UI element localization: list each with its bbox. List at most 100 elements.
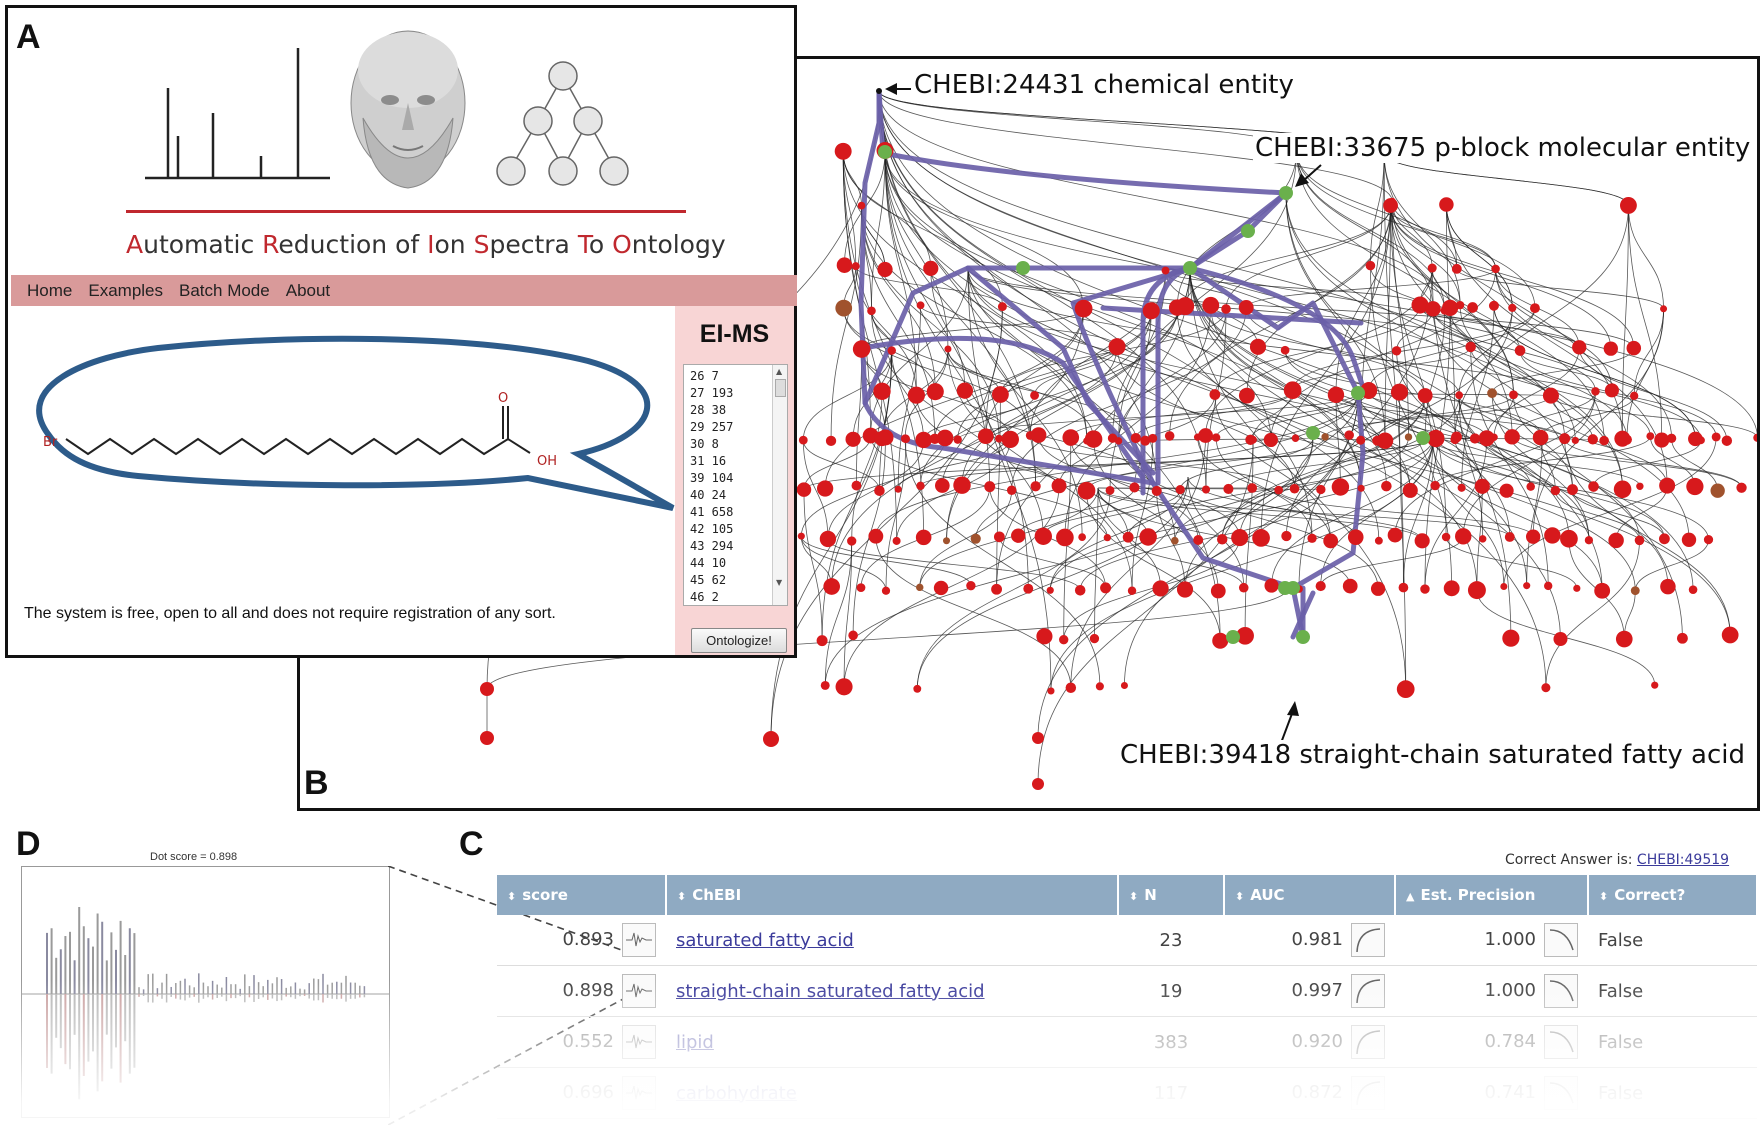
ontology-node xyxy=(797,532,805,540)
ontology-node xyxy=(1626,340,1642,356)
graph-edge xyxy=(1094,487,1099,639)
graph-edge xyxy=(851,391,883,541)
ontology-node xyxy=(892,536,901,545)
nav-about[interactable]: About xyxy=(285,280,331,300)
graph-edge xyxy=(1184,437,1314,590)
col-correct[interactable]: ⬍Correct? xyxy=(1588,875,1758,915)
arrow-pblock-head xyxy=(1295,173,1309,187)
chebi-link[interactable]: saturated fatty acid xyxy=(676,929,854,951)
spectrum-thumbnail-icon[interactable] xyxy=(622,974,656,1008)
auc-cell: 0.920 xyxy=(1224,1016,1395,1068)
scroll-up-icon[interactable]: ▲ xyxy=(776,367,783,376)
ontology-node xyxy=(1210,583,1226,599)
ontology-node xyxy=(991,583,1002,595)
ontology-node xyxy=(1538,432,1547,442)
precision-thumbnail-icon[interactable] xyxy=(1544,974,1578,1008)
score-value: 0.696 xyxy=(562,1082,614,1103)
roc-thumbnail-icon[interactable] xyxy=(1351,1076,1385,1110)
ontology-node xyxy=(1559,433,1571,445)
chebi-link[interactable]: carbohydrate xyxy=(676,1082,797,1104)
lineage-path xyxy=(1070,190,1306,640)
precision-thumbnail-icon[interactable] xyxy=(1544,923,1578,957)
ontology-node xyxy=(1056,528,1074,547)
graph-edge xyxy=(800,437,946,537)
lineage-node xyxy=(1241,224,1255,238)
ontology-node xyxy=(825,435,837,447)
ontology-node xyxy=(1396,680,1415,699)
precision-cell: 0.741 xyxy=(1395,1067,1588,1119)
ontology-node xyxy=(1390,383,1409,401)
ontology-node xyxy=(1084,430,1103,448)
spectrum-line: 40 24 xyxy=(690,488,727,502)
correct-answer-link[interactable]: CHEBI:49519 xyxy=(1636,852,1730,868)
graph-edge xyxy=(1112,150,1297,439)
graph-edge xyxy=(1063,537,1241,640)
ontologize-button[interactable]: Ontologize! xyxy=(691,628,787,653)
graph-edge xyxy=(1017,487,1135,536)
ontology-node xyxy=(1634,535,1645,546)
col-n[interactable]: ⬍N xyxy=(1118,875,1225,915)
roc-thumbnail-icon[interactable] xyxy=(1351,1025,1385,1059)
ontology-graph xyxy=(480,83,1757,790)
roc-thumbnail-icon[interactable] xyxy=(1351,974,1385,1008)
graph-edge xyxy=(1383,153,1404,588)
graph-edge xyxy=(884,151,1037,487)
graph-edge xyxy=(1116,346,1295,489)
ontology-node xyxy=(1443,580,1460,597)
label-fatty-acid: CHEBI:39418 straight-chain saturated fat… xyxy=(1118,740,1748,770)
ontology-node xyxy=(1365,260,1376,271)
ontology-node xyxy=(1142,302,1160,320)
nav-home[interactable]: Home xyxy=(27,280,73,300)
ontology-node xyxy=(834,142,852,160)
ontology-node xyxy=(953,476,971,494)
lineage-node xyxy=(878,145,892,159)
col-auc[interactable]: ⬍AUC xyxy=(1224,875,1396,915)
ontology-node xyxy=(1047,687,1055,695)
spectrum-thumbnail-icon[interactable] xyxy=(622,1025,656,1059)
ontology-node xyxy=(1567,484,1578,496)
graph-edge xyxy=(827,538,1081,591)
chebi-link[interactable]: straight-chain saturated fatty acid xyxy=(676,980,985,1002)
ontology-node xyxy=(1077,481,1096,500)
col-score[interactable]: ⬍score xyxy=(497,875,667,915)
ontology-node xyxy=(1619,196,1637,214)
nav-examples[interactable]: Examples xyxy=(88,280,163,300)
ontology-node xyxy=(1404,433,1413,441)
col-chebi[interactable]: ⬍ChEBI xyxy=(666,875,1119,915)
ontology-node xyxy=(1238,387,1255,404)
scroll-down-icon[interactable]: ▼ xyxy=(776,578,783,587)
ontology-node xyxy=(1721,435,1733,446)
ontology-node xyxy=(1736,482,1747,493)
graph-edge xyxy=(1285,192,1683,639)
precision-thumbnail-icon[interactable] xyxy=(1544,1076,1578,1110)
graph-edge xyxy=(1545,540,1640,688)
spectrum-thumbnail-icon[interactable] xyxy=(622,1076,656,1110)
ontology-node xyxy=(1417,388,1433,403)
ontology-node xyxy=(900,434,910,443)
roc-thumbnail-icon[interactable] xyxy=(1351,923,1385,957)
textarea-scrollbar[interactable]: ▲ ▼ xyxy=(772,365,787,605)
nav-batch-mode[interactable]: Batch Mode xyxy=(179,280,270,300)
ontology-node xyxy=(848,630,858,641)
chebi-link[interactable]: lipid xyxy=(676,1031,714,1053)
graph-edge xyxy=(1278,489,1534,537)
n-cell: 117 xyxy=(1118,1067,1224,1119)
spectrum-thumbnail-icon[interactable] xyxy=(622,923,656,957)
ontology-node xyxy=(1710,483,1725,498)
ontology-node xyxy=(1526,482,1535,491)
graph-edge xyxy=(1189,267,1362,489)
col-precision[interactable]: ▲Est. Precision xyxy=(1395,875,1589,915)
ontology-node xyxy=(1599,435,1609,446)
graph-edge xyxy=(1458,395,1484,539)
ontology-node xyxy=(1281,530,1292,542)
graph-edge xyxy=(1292,308,1536,391)
precision-thumbnail-icon[interactable] xyxy=(1544,1025,1578,1059)
scroll-thumb[interactable] xyxy=(775,379,786,397)
